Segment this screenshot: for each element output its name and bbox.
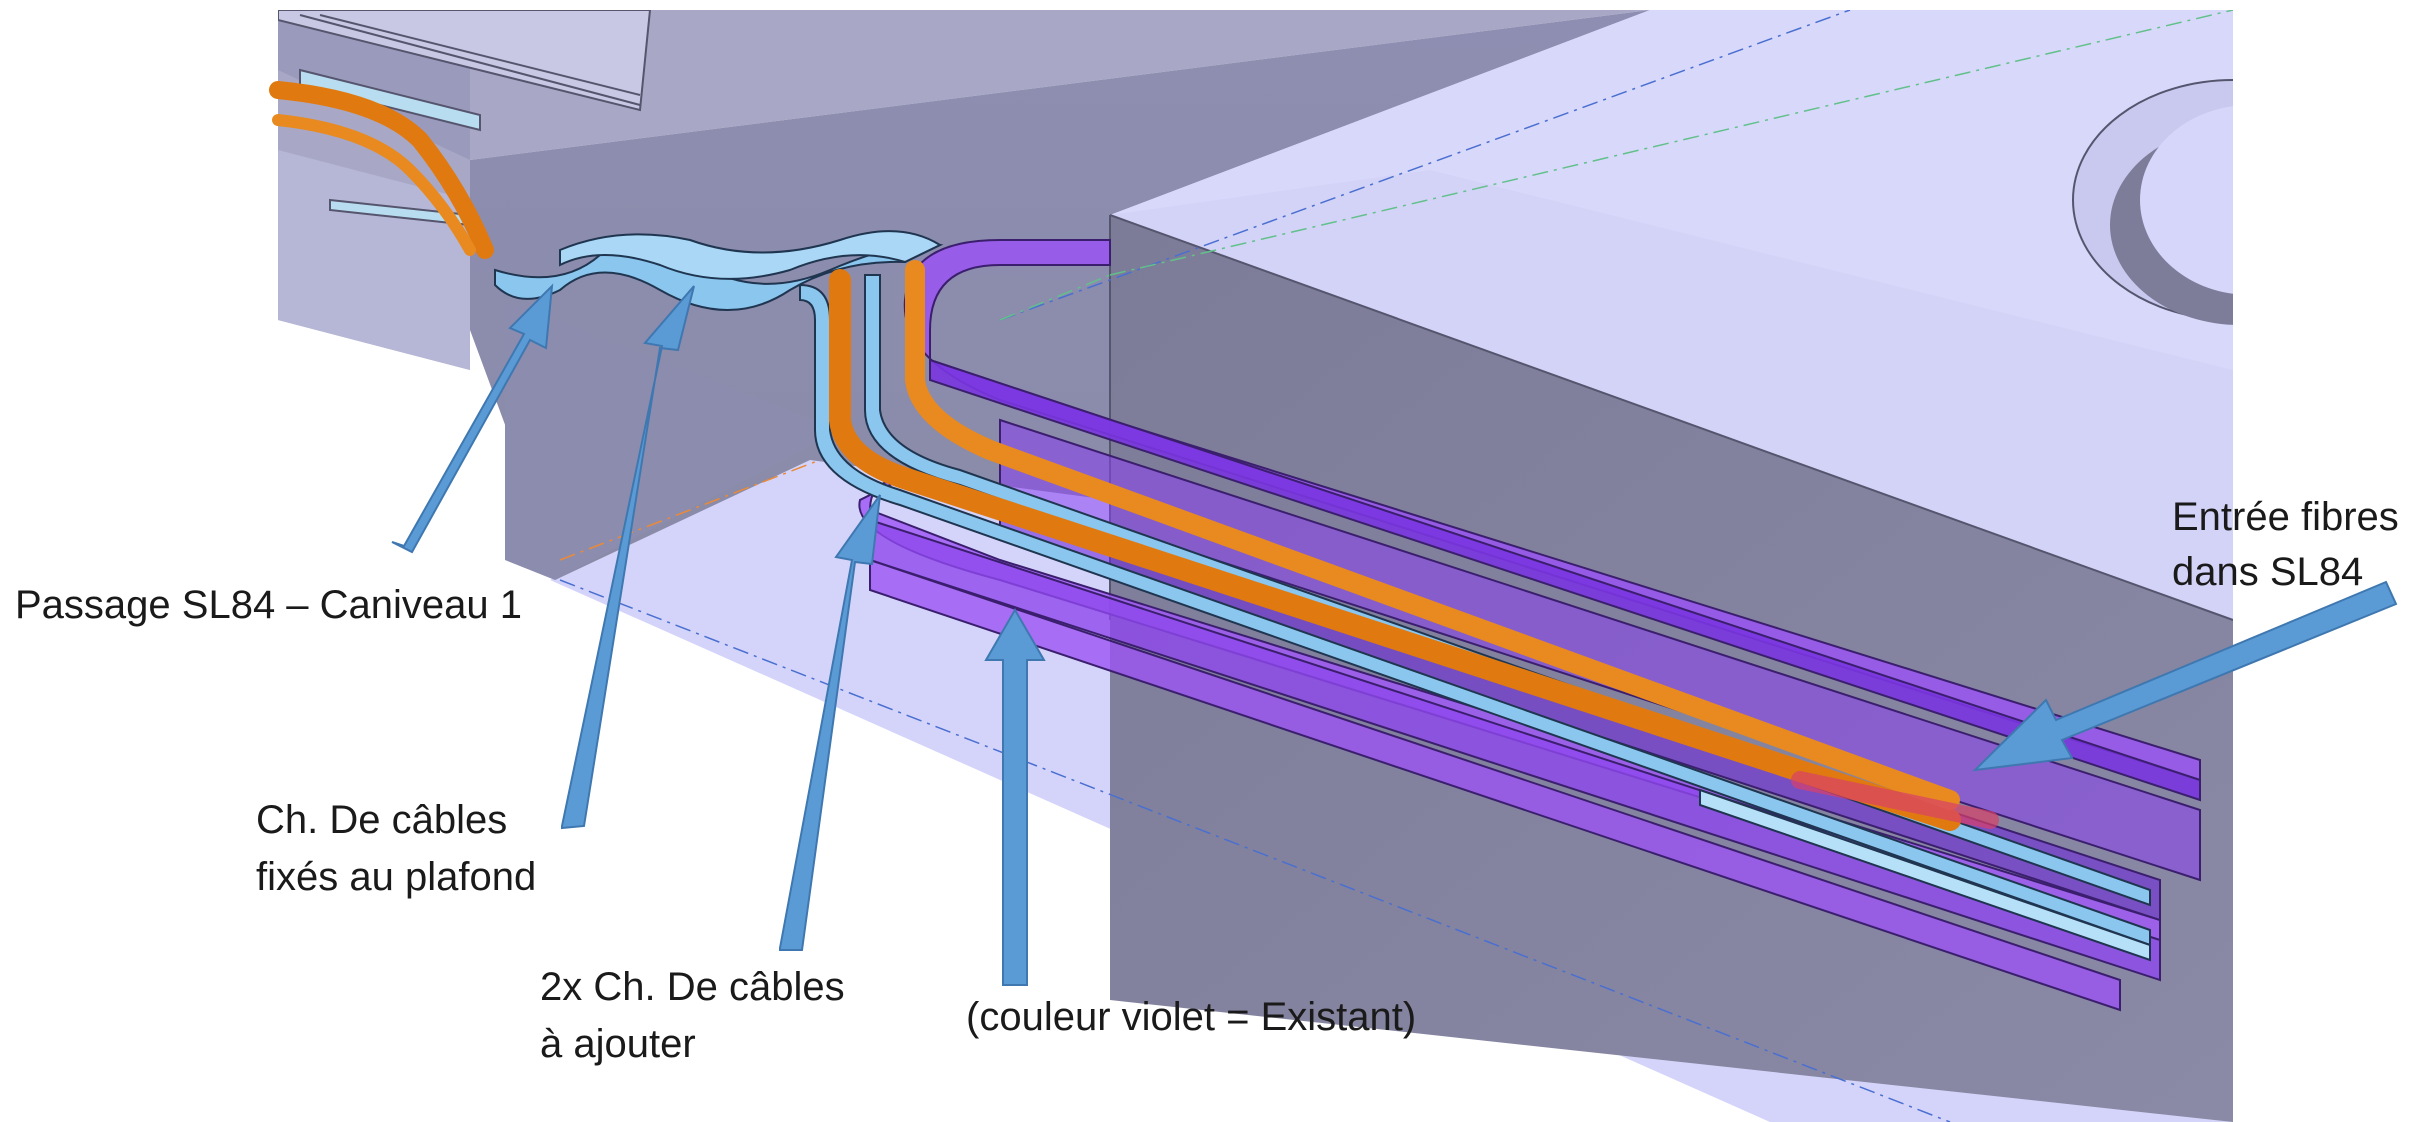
wall-lower	[505, 300, 840, 580]
cable-end-red	[1791, 771, 1999, 829]
fiber-cables	[269, 81, 1999, 831]
cable-upper-left	[269, 81, 494, 259]
label-plafond-line2: fixés au plafond	[256, 855, 536, 899]
label-existant: (couleur violet = Existant)	[966, 995, 1416, 1039]
tray-tail	[1699, 788, 2151, 962]
ceiling-beams	[277, 9, 652, 227]
ceiling-tray-top	[559, 230, 943, 280]
construction-lines	[559, 9, 2234, 1122]
existing-tray-6	[999, 418, 2201, 882]
page-margin-left	[0, 0, 278, 330]
label-passage: Passage SL84 – Caniveau 1	[15, 583, 522, 627]
cable-upper-left-2	[272, 114, 476, 256]
label-ajouter-line1: 2x Ch. De câbles	[540, 965, 845, 1009]
label-entree-line2: dans SL84	[2172, 550, 2363, 594]
label-plafond-line1: Ch. De câbles	[256, 798, 507, 842]
label-ajouter-line2: à ajouter	[540, 1022, 696, 1066]
arrow-passage	[391, 283, 554, 554]
existing-tray-5	[869, 558, 2121, 1012]
arrow-ajouter	[779, 494, 881, 951]
right-block-edge	[1109, 214, 2234, 621]
right-block-top-shade	[1110, 170, 2233, 620]
page-margin-top	[0, 0, 2427, 10]
arrow-entree	[1972, 580, 2398, 772]
arrow-existant	[984, 608, 1046, 986]
page-margin-right	[2233, 390, 2427, 1122]
annotation-arrows	[391, 283, 2398, 986]
label-entree-line1: Entrée fibres	[2172, 495, 2399, 539]
existing-tray-2	[929, 358, 2201, 802]
left-trench-floor	[278, 150, 470, 370]
cable-vertical-2	[905, 260, 1960, 810]
round-opening	[2072, 60, 2427, 390]
annotation-labels: Passage SL84 – Caniveau 1 Ch. De câbles …	[15, 495, 2399, 1066]
cable-vertical-1	[829, 269, 1961, 831]
arrow-plafond	[561, 285, 695, 830]
